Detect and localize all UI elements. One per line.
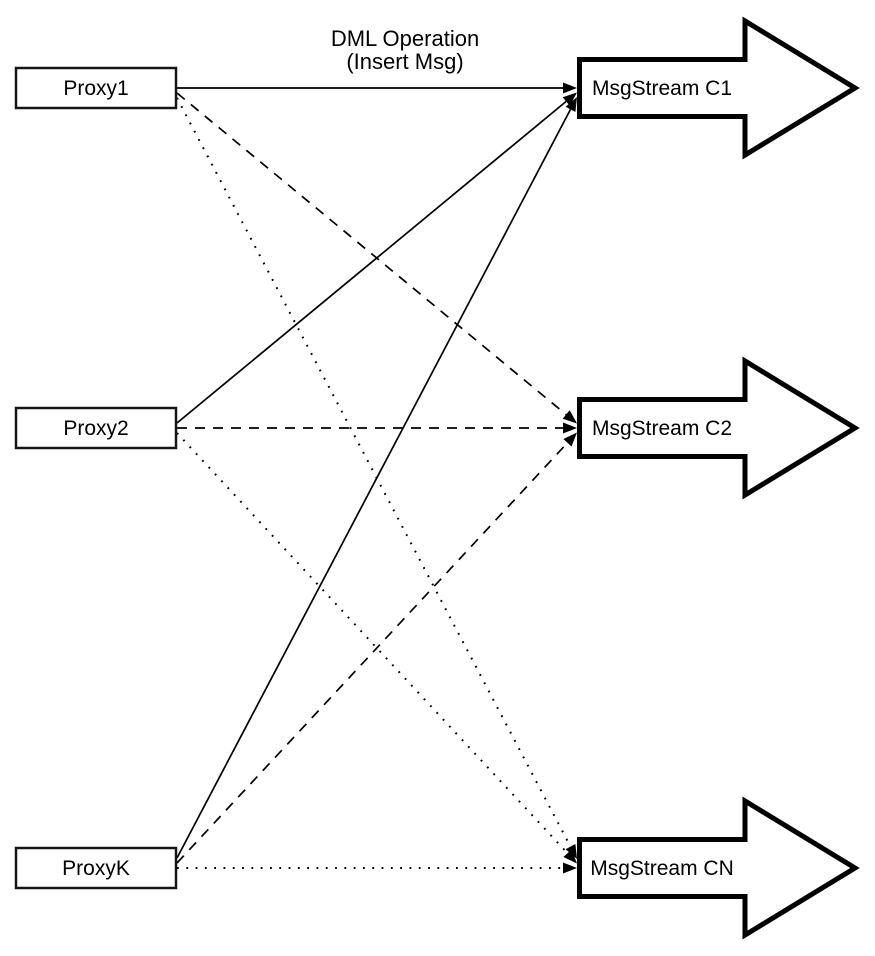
msgstream-cn-node: MsgStream CN bbox=[577, 796, 860, 940]
msgstream-cn-label: MsgStream CN bbox=[590, 857, 734, 880]
edge-proxyk-c2-line bbox=[176, 442, 569, 864]
proxy2-node: Proxy2 bbox=[14, 406, 178, 450]
edge-proxy2-cn-line bbox=[176, 432, 569, 854]
proxy2-label: Proxy2 bbox=[63, 417, 128, 440]
msgstream-c2-label: MsgStream C2 bbox=[592, 417, 732, 440]
edge-proxyk-cn-arrowhead-icon bbox=[563, 862, 577, 874]
edge-proxy2-c1-arrowhead-icon bbox=[562, 92, 577, 106]
edge-proxyk-c1-line bbox=[176, 109, 572, 859]
edge-proxy2-c2-arrowhead-icon bbox=[563, 422, 577, 434]
dml-operation-label-line1: DML Operation bbox=[331, 26, 479, 51]
msgstream-c2-node: MsgStream C2 bbox=[577, 356, 860, 500]
dml-operation-label-line2: (Insert Msg) bbox=[346, 49, 463, 74]
edge-proxy1-c1-arrowhead-icon bbox=[563, 82, 577, 94]
msgstream-c1-arrow bbox=[577, 16, 860, 160]
edge-proxy1-cn-line bbox=[176, 97, 572, 848]
msgstream-c1-node: MsgStream C1 bbox=[577, 16, 860, 160]
edge-proxyk-c1-arrowhead-icon bbox=[565, 97, 577, 112]
edge-proxy2-cn-arrowhead-icon bbox=[563, 849, 577, 864]
edge-proxy1-c2-line bbox=[176, 92, 567, 416]
proxyk-box bbox=[14, 846, 178, 890]
msgstream-cn-arrow bbox=[577, 796, 860, 940]
edge-proxy2-c1-line bbox=[176, 100, 567, 424]
proxy2-box bbox=[14, 406, 178, 450]
proxy1-box bbox=[14, 66, 178, 110]
proxy1-node: Proxy1 bbox=[14, 66, 178, 110]
proxy1-label: Proxy1 bbox=[63, 77, 128, 100]
proxyk-label: ProxyK bbox=[62, 857, 130, 880]
edge-proxy1-c2-arrowhead-icon bbox=[562, 410, 577, 424]
msgstream-c1-label: MsgStream C1 bbox=[592, 77, 732, 100]
msgstream-c2-arrow bbox=[577, 356, 860, 500]
edge-proxyk-c2-arrowhead-icon bbox=[563, 432, 577, 447]
proxyk-node: ProxyK bbox=[14, 846, 178, 890]
edge-layer bbox=[176, 82, 577, 874]
